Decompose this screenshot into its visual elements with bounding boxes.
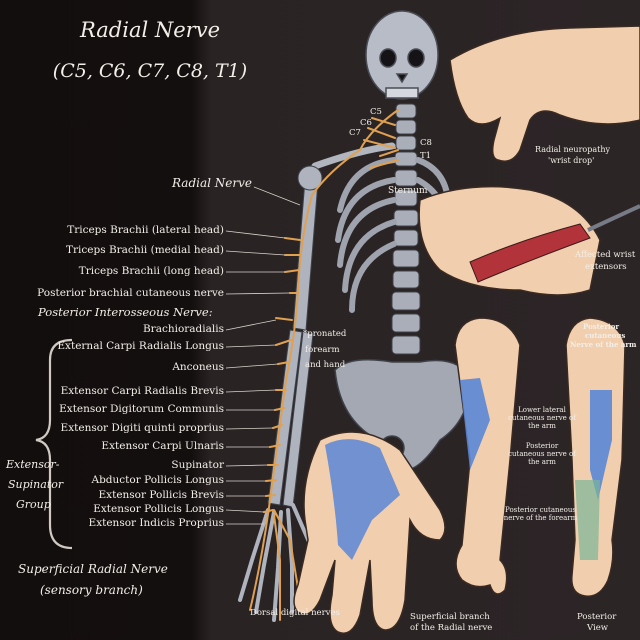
label-superficial-line2: (sensory branch)	[40, 583, 143, 597]
label-t1: T1	[420, 151, 432, 161]
label-pcnoa-2: cutaneous	[585, 331, 626, 340]
posterior-arm	[454, 317, 626, 597]
label-edc: Extensor Digitorum Communis	[59, 403, 224, 415]
label-sternum: Sternum	[388, 186, 428, 196]
radial-nerve-path	[249, 109, 399, 621]
label-wrist-drop-2: 'wrist drop'	[548, 156, 595, 165]
group-brace	[35, 338, 73, 550]
label-group-line2: Supinator	[8, 478, 64, 491]
label-anconeus: Anconeus	[172, 361, 224, 373]
skull	[365, 10, 439, 100]
label-pcnoa-1: Posterior	[583, 322, 620, 331]
label-wrist-drop-1: Radial neuropathy	[535, 145, 610, 154]
label-eip: Extensor Indicis Proprius	[88, 517, 224, 529]
arm-bones	[267, 165, 323, 508]
diagram-subtitle: (C5, C6, C7, C8, T1)	[52, 60, 248, 82]
label-edqp: Extensor Digiti quinti proprius	[60, 422, 224, 434]
label-post-cut-arm: Posterior cutaneous nerve of the arm	[508, 442, 576, 466]
label-posterior-view-1: Posterior	[577, 612, 617, 622]
label-post-cut-forearm: Posterior cutaneous nerve of the forearm	[503, 506, 578, 522]
label-apl: Abductor Pollicis Longus	[91, 474, 225, 486]
label-ecrb: Extensor Carpi Radialis Brevis	[60, 385, 224, 397]
label-triceps-medial: Triceps Brachii (medial head)	[66, 244, 224, 256]
label-superficial-branch-2: of the Radial nerve	[410, 623, 493, 633]
label-c8: C8	[420, 138, 432, 148]
label-c6: C6	[360, 118, 372, 128]
pronated-hand	[293, 431, 446, 634]
label-c5: C5	[370, 107, 382, 117]
label-brachioradialis: Brachioradialis	[142, 323, 224, 335]
label-group-line3: Group	[16, 498, 51, 511]
label-pronated-3: and hand	[305, 360, 346, 370]
label-c7: C7	[349, 128, 361, 138]
label-affected-1: Affected wrist	[575, 250, 636, 260]
label-affected-2: extensors	[585, 262, 627, 272]
label-pronated-1: *pronated	[303, 329, 347, 339]
spine	[391, 103, 421, 355]
screwdriver-hand	[418, 185, 640, 296]
wrist-drop-hand	[449, 25, 640, 162]
leader-lines	[225, 186, 301, 525]
label-group-line1: Extensor-	[6, 458, 60, 471]
label-pin-heading: Posterior Interosseous Nerve:	[38, 305, 213, 319]
label-dorsal-digital: Dorsal digital nerves	[250, 608, 340, 618]
label-epb: Extensor Pollicis Brevis	[98, 489, 224, 501]
label-supinator: Supinator	[171, 459, 224, 471]
label-triceps-lateral: Triceps Brachii (lateral head)	[67, 224, 224, 236]
label-posterior-brachial: Posterior brachial cutaneous nerve	[37, 287, 224, 299]
label-triceps-long: Triceps Brachii (long head)	[78, 265, 224, 277]
label-epl: Extensor Pollicis Longus	[93, 503, 224, 515]
label-pcnoa-3: Nerve of the arm	[570, 340, 637, 349]
label-ecrl: External Carpi Radialis Longus	[57, 340, 224, 352]
label-ecu: Extensor Carpi Ulnaris	[101, 440, 224, 452]
label-lower-lateral: Lower lateral cutaneous nerve of the arm	[508, 406, 576, 430]
label-radial-nerve: Radial Nerve	[172, 176, 253, 190]
ribcage	[335, 157, 451, 313]
diagram-title: Radial Nerve	[79, 18, 221, 42]
label-superficial-line1: Superficial Radial Nerve	[18, 562, 168, 576]
label-pronated-2: forearm	[305, 345, 340, 355]
label-posterior-view-2: View	[587, 623, 609, 633]
label-superficial-branch-1: Superficial branch	[410, 612, 490, 622]
